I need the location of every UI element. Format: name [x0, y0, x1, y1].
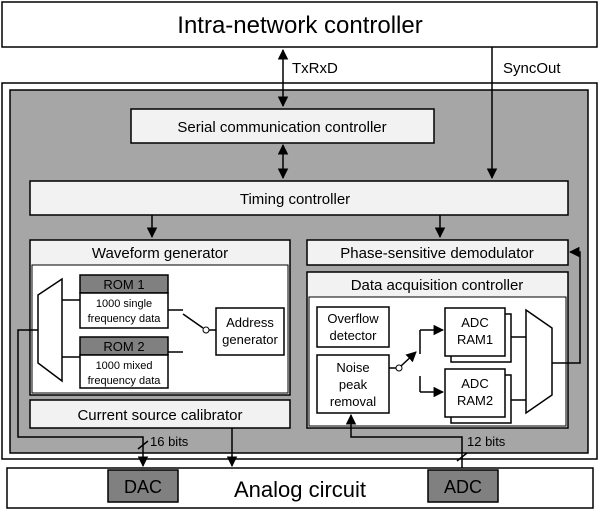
phase-sensitive-demodulator-label: Phase-sensitive demodulator: [340, 245, 533, 262]
noise-peak-removal-line2: peak: [339, 377, 368, 392]
rom1-title: ROM 1: [103, 277, 144, 292]
adc-ram2-line1: ADC: [461, 376, 488, 391]
noise-peak-removal-line1: Noise: [336, 360, 369, 375]
waveform-generator-label: Waveform generator: [92, 245, 228, 262]
serial-comm-controller-label: Serial communication controller: [177, 119, 386, 136]
ram-switch-blade: [400, 351, 417, 367]
waveform-mux: [37, 277, 63, 383]
noise-peak-removal-line3: removal: [330, 394, 376, 409]
dac-bus-slash: [137, 440, 149, 450]
intra-network-controller-label: Intra-network controller: [177, 12, 422, 39]
rom1-line2: frequency data: [88, 313, 162, 325]
adc-ram1-line2: RAM1: [457, 332, 493, 347]
current-source-calibrator-box: [29, 399, 291, 429]
address-switch-blade: [182, 313, 204, 329]
adc-label: ADC: [444, 477, 482, 497]
dac-label: DAC: [124, 477, 162, 497]
noise-peak-removal-box: [316, 354, 390, 414]
rom2-body: [79, 354, 169, 389]
address-generator-line2: generator: [222, 332, 278, 347]
waveform-to-dac-arrow: [17, 329, 149, 468]
rom2-line2: frequency data: [88, 375, 162, 387]
txrxd-label: TxRxD: [292, 60, 338, 77]
current-source-calibrator-label: Current source calibrator: [77, 407, 242, 424]
adc-box: [427, 469, 499, 503]
dac-box: [107, 469, 179, 503]
overflow-detector-box: [316, 306, 390, 348]
rom1-line1: 1000 single: [96, 298, 152, 310]
address-generator-line1: Address: [226, 315, 274, 330]
adc-to-noise-arrow: [345, 413, 463, 470]
rom2-title: ROM 2: [103, 339, 144, 354]
adc-ram2-line2: RAM2: [457, 393, 493, 408]
adc-ram2-box: [444, 368, 506, 418]
ram-switch-pivot: [395, 364, 403, 372]
serial-comm-controller-box: [130, 108, 435, 144]
adc-ram1-line1: ADC: [461, 315, 488, 330]
mux-to-demodulator-arrow: [552, 246, 581, 364]
dac-bits-label: 16 bits: [150, 434, 189, 449]
rom1-body: [79, 292, 169, 329]
data-acquisition-controller-label: Data acquisition controller: [351, 277, 524, 294]
analog-circuit-label: Analog circuit: [234, 477, 366, 502]
address-switch-pivot: [202, 326, 210, 334]
adc-bits-label: 12 bits: [467, 434, 506, 449]
phase-sensitive-demodulator-box: [306, 239, 569, 266]
intra-network-controller-box: [1, 1, 598, 48]
data-acquisition-mux: [525, 308, 553, 415]
address-generator-box: [215, 307, 285, 356]
syncout-label: SyncOut: [503, 60, 561, 77]
adc-ram1-box: [444, 307, 506, 357]
timing-controller-label: Timing controller: [240, 191, 350, 208]
overflow-detector-line1: Overflow: [327, 311, 379, 326]
rom2-line1: 1000 mixed: [96, 360, 153, 372]
overflow-detector-line2: detector: [330, 328, 378, 343]
timing-controller-box: [29, 180, 569, 216]
adc-bus-slash: [456, 452, 468, 462]
